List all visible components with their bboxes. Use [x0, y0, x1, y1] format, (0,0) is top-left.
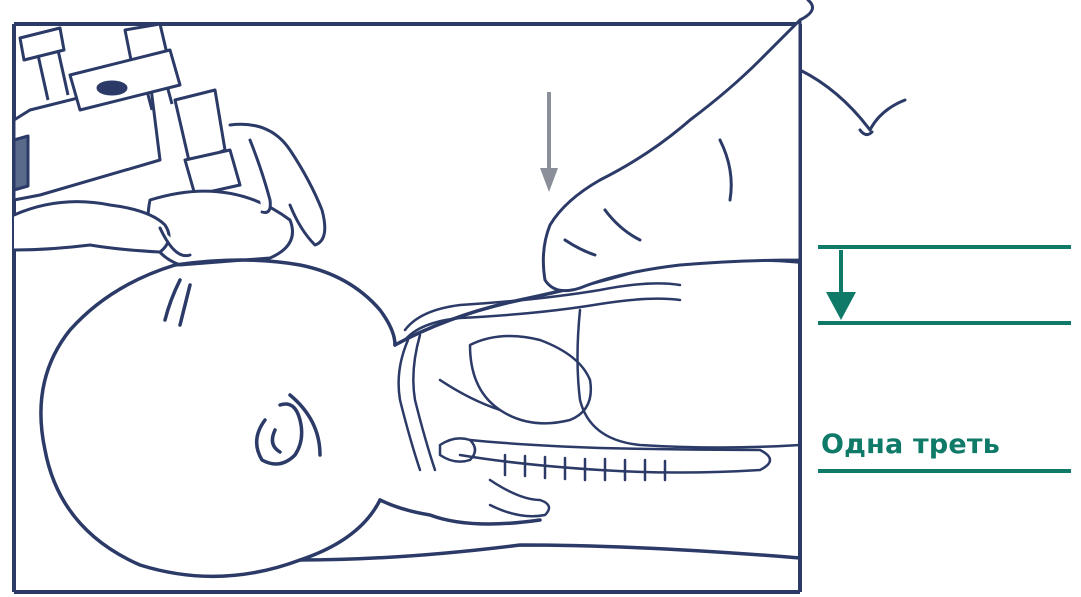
arrow-down-icon: [540, 92, 558, 192]
depth-arrow-icon: [826, 250, 856, 320]
infant-thorax-anatomy: [399, 283, 800, 516]
depth-fraction-label: Одна треть: [821, 428, 1071, 462]
